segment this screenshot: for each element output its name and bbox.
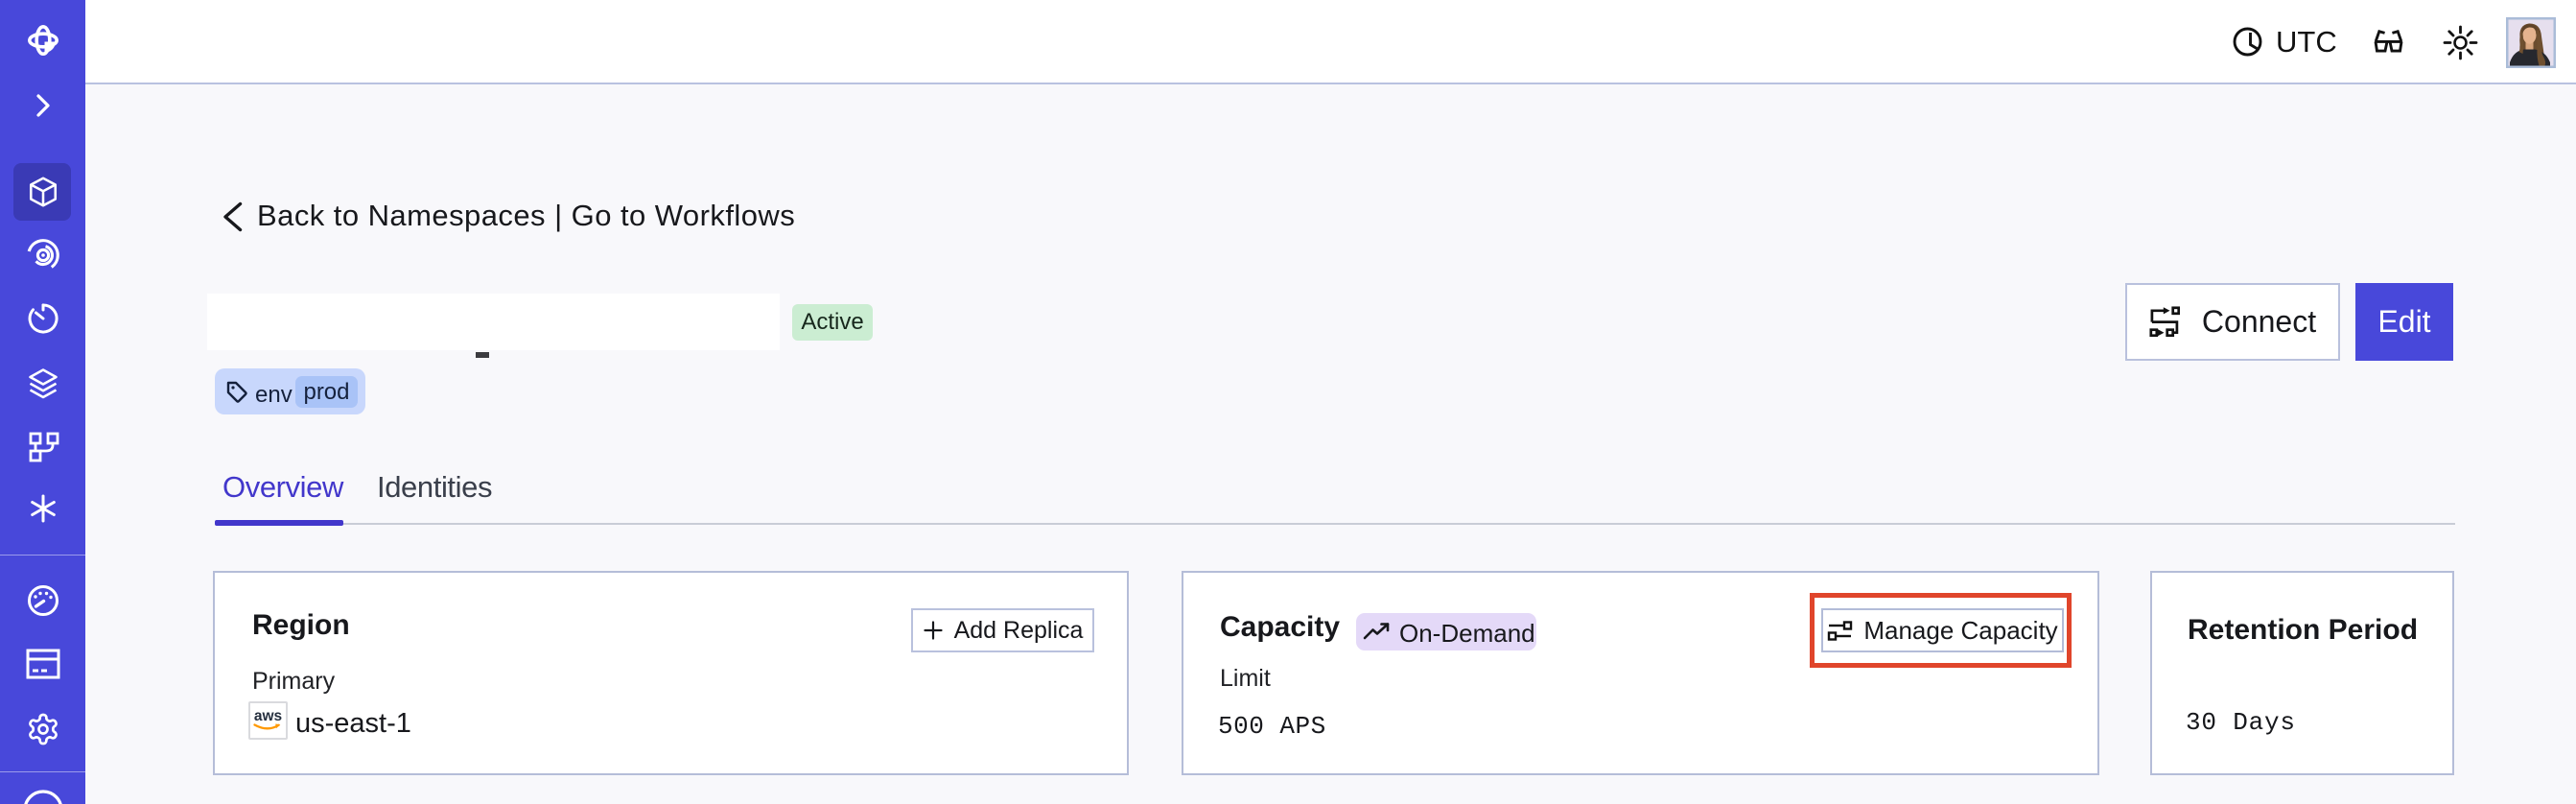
svg-text:aws: aws: [254, 708, 282, 724]
